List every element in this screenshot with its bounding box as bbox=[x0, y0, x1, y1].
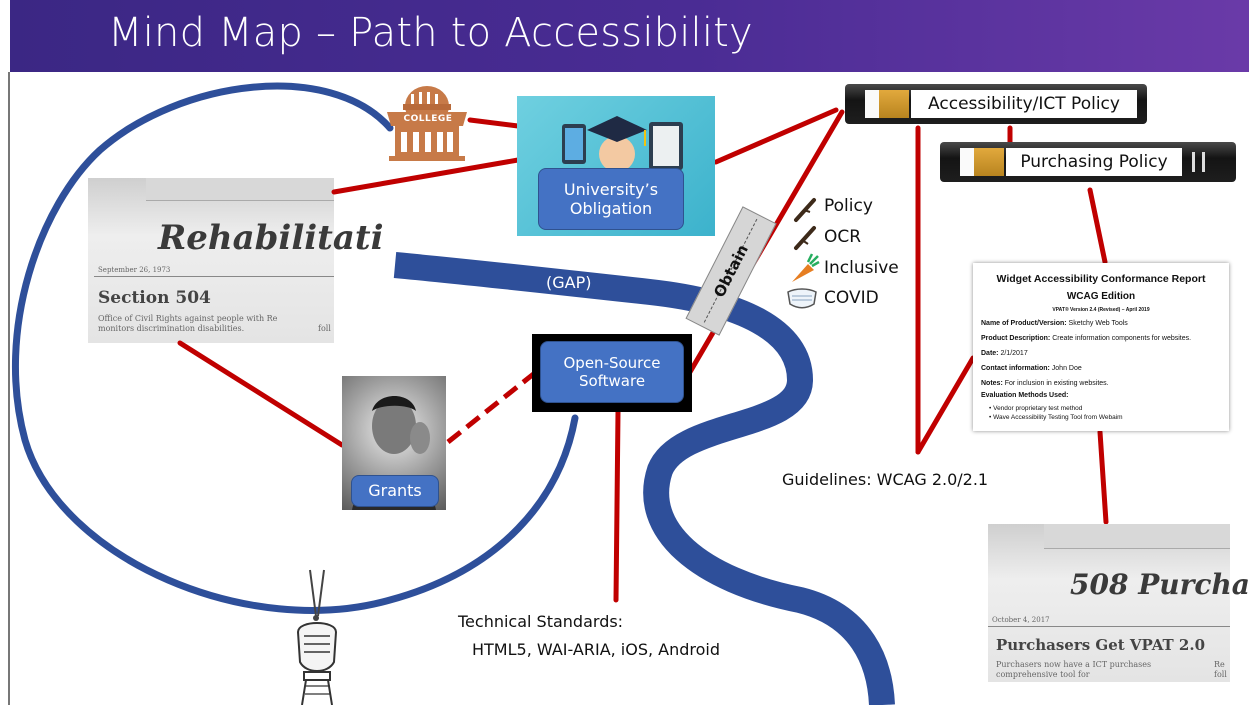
blue-loop-path bbox=[11, 82, 579, 614]
vpat-method-item: Vendor proprietary test method bbox=[993, 405, 1083, 412]
slide-title: Mind Map – Path to Accessibility bbox=[108, 10, 753, 56]
rehab-subhead: Section 504 bbox=[98, 288, 211, 308]
purchasing-policy-label: Purchasing Policy bbox=[1006, 148, 1182, 176]
scissors-hand-icon bbox=[296, 569, 338, 705]
guidelines-label: Guidelines: WCAG 2.0/2.1 bbox=[782, 470, 989, 489]
obtain-item-ocr: OCR bbox=[824, 227, 862, 247]
rehab-headline: Rehabilitati bbox=[158, 218, 384, 258]
college-sign-label: COLLEGE bbox=[403, 114, 453, 124]
vpat-method-item: Wave Accessibility Testing Tool from Web… bbox=[993, 414, 1123, 421]
obtain-item-inclusive: Inclusive bbox=[824, 258, 899, 278]
vpat-notes-label: Notes: bbox=[981, 380, 1003, 387]
technical-standards-heading: Technical Standards: bbox=[458, 612, 624, 631]
university-obligation-label: University’s Obligation bbox=[538, 168, 684, 230]
purchasing-policy-binder: Purchasing Policy bbox=[940, 142, 1236, 182]
gap-label: (GAP) bbox=[546, 273, 592, 292]
grants-label: Grants bbox=[351, 475, 439, 507]
technical-standards-list: HTML5, WAI-ARIA, iOS, Android bbox=[472, 640, 721, 659]
purchasing-newspaper-clipping: 508 Purcha October 4, 2017 Purchasers Ge… bbox=[988, 524, 1250, 682]
ict-policy-label: Accessibility/ICT Policy bbox=[911, 90, 1137, 118]
obtain-item-covid: COVID bbox=[824, 288, 879, 308]
obtain-item-policy: Policy bbox=[824, 196, 873, 216]
vpat-date-label: Date: bbox=[981, 350, 999, 357]
obtain-list: Policy OCR Inclusive COVID bbox=[787, 194, 899, 314]
rehab-body-tail: foll bbox=[318, 324, 331, 333]
link-opensource-standards bbox=[613, 409, 621, 603]
slide-left-border bbox=[8, 72, 10, 705]
purchase-body-tail2: foll bbox=[1214, 670, 1227, 679]
stick-icon bbox=[794, 198, 816, 222]
rehabilitation-newspaper-clipping: Rehabilitati September 26, 1973 Section … bbox=[88, 178, 384, 343]
rehab-body-line2: monitors discrimination disabilities. bbox=[98, 324, 245, 333]
vpat-date-value: 2/1/2017 bbox=[1000, 350, 1028, 357]
title-bar bbox=[10, 0, 1249, 72]
vpat-version: VPAT® Version 2.4 (Revised) – April 2019 bbox=[1052, 307, 1150, 313]
rehab-body-line1: Office of Civil Rights against people wi… bbox=[98, 314, 278, 323]
link-vpat-newspaper bbox=[1097, 429, 1109, 525]
carrot-icon bbox=[792, 253, 820, 282]
link-university-ictpolicy bbox=[713, 107, 839, 165]
vpat-contact-value: John Doe bbox=[1051, 365, 1082, 372]
link-newspaper-grants bbox=[177, 340, 345, 448]
vpat-title: Widget Accessibility Conformance Report bbox=[996, 273, 1206, 285]
river-path bbox=[393, 252, 895, 705]
vpat-product-value: Sketchy Web Tools bbox=[1068, 320, 1128, 327]
college-building-icon bbox=[387, 86, 467, 161]
link-newspaper-university bbox=[331, 157, 521, 195]
link-grants-opensource-dashed bbox=[446, 370, 538, 444]
vpat-product-label: Name of Product/Version: bbox=[981, 320, 1067, 327]
vpat-edition: WCAG Edition bbox=[1066, 291, 1136, 302]
link-guidelines-vpat bbox=[915, 355, 976, 455]
purchase-subhead: Purchasers Get VPAT 2.0 bbox=[996, 636, 1206, 654]
ict-policy-binder: Accessibility/ICT Policy bbox=[845, 84, 1147, 124]
stick-icon bbox=[794, 226, 816, 250]
vpat-description-value: Create information components for websit… bbox=[1052, 335, 1192, 342]
vpat-conformance-report: Widget Accessibility Conformance Report … bbox=[973, 263, 1229, 431]
link-purchasing-vpat bbox=[1087, 187, 1108, 265]
purchase-headline: 508 Purcha bbox=[1070, 568, 1250, 601]
purchase-body-line2: comprehensive tool for bbox=[996, 670, 1090, 679]
link-college-university bbox=[467, 117, 521, 129]
vpat-methods-label: Evaluation Methods Used: bbox=[981, 392, 1069, 399]
face-mask-icon bbox=[787, 288, 817, 309]
open-source-label: Open-Source Software bbox=[540, 341, 684, 403]
purchase-body-line1: Purchasers now have a ICT purchases bbox=[996, 660, 1152, 669]
purchase-date: October 4, 2017 bbox=[992, 616, 1050, 624]
rehab-date: September 26, 1973 bbox=[98, 266, 171, 274]
vpat-contact-label: Contact information: bbox=[981, 365, 1050, 372]
vpat-description-label: Product Description: bbox=[981, 335, 1051, 342]
purchase-body-tail1: Re bbox=[1214, 660, 1225, 669]
vpat-notes-value: For inclusion in existing websites. bbox=[1004, 380, 1109, 387]
